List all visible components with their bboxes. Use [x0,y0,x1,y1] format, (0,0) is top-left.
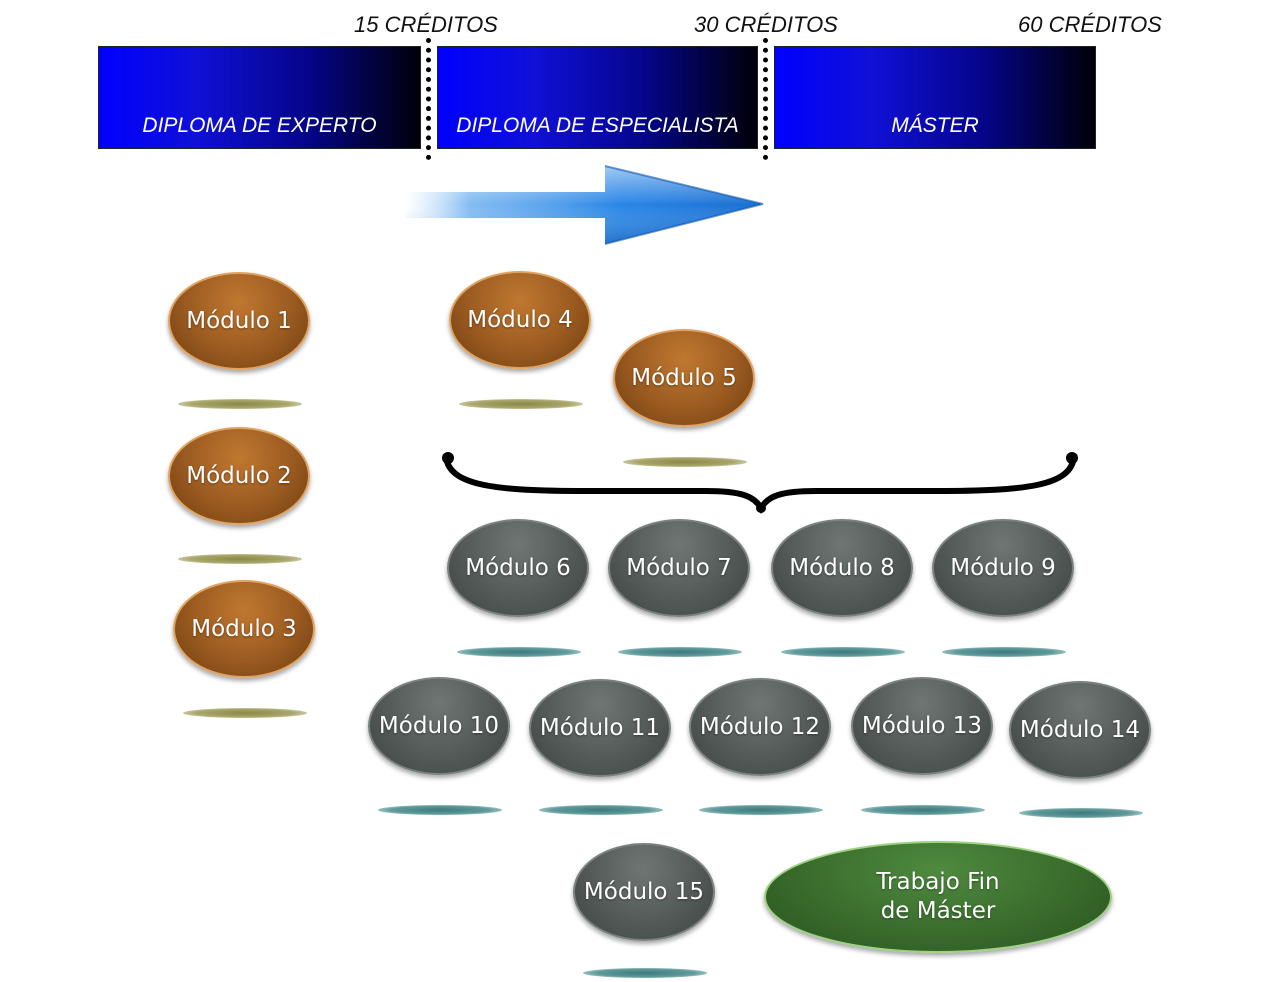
module-13-shadow [861,805,985,815]
module-7-shadow [618,647,742,657]
module-3-shadow [183,708,307,718]
band-label-experto: DIPLOMA DE EXPERTO [142,114,377,137]
module-10[interactable]: Módulo 10 [368,677,510,775]
module-11[interactable]: Módulo 11 [529,679,671,777]
curly-brace-icon [442,452,1078,514]
band-diploma-experto: DIPLOMA DE EXPERTO [98,46,421,149]
band-diploma-especialista: DIPLOMA DE ESPECIALISTA [437,46,758,149]
module-2[interactable]: Módulo 2 [168,427,310,525]
final-project-line2: de Máster [880,898,996,924]
module-15[interactable]: Módulo 15 [573,843,715,941]
module-12[interactable]: Módulo 12 [689,678,831,776]
module-8[interactable]: Módulo 8 [771,519,913,617]
divider-30-credits [763,38,768,160]
module-5[interactable]: Módulo 5 [613,329,755,427]
arrow-right-icon [405,165,764,245]
module-4[interactable]: Módulo 4 [449,271,591,369]
module-1[interactable]: Módulo 1 [168,272,310,370]
module-9-shadow [942,647,1066,657]
credit-label-30: 30 CRÉDITOS [694,12,838,37]
module-14[interactable]: Módulo 14 [1009,681,1151,779]
module-15-shadow [583,968,707,978]
divider-15-credits [426,38,431,160]
credit-label-15: 15 CRÉDITOS [354,12,498,37]
module-9[interactable]: Módulo 9 [932,519,1074,617]
module-5-shadow [623,457,747,467]
credit-label-60: 60 CRÉDITOS [1018,12,1162,37]
final-project-line1: Trabajo Fin [876,869,1000,895]
band-label-especialista: DIPLOMA DE ESPECIALISTA [456,114,739,137]
module-11-shadow [539,805,663,815]
band-master: MÁSTER [774,46,1096,149]
module-4-shadow [459,399,583,409]
final-project-button[interactable]: Trabajo Fin de Máster [764,841,1112,953]
band-label-master: MÁSTER [891,114,979,137]
module-6[interactable]: Módulo 6 [447,519,589,617]
module-10-shadow [378,805,502,815]
module-14-shadow [1019,808,1143,818]
module-8-shadow [781,647,905,657]
module-1-shadow [178,399,302,409]
module-7[interactable]: Módulo 7 [608,519,750,617]
module-3[interactable]: Módulo 3 [173,580,315,678]
module-6-shadow [457,647,581,657]
module-12-shadow [699,805,823,815]
module-2-shadow [178,554,302,564]
module-13[interactable]: Módulo 13 [851,677,993,775]
